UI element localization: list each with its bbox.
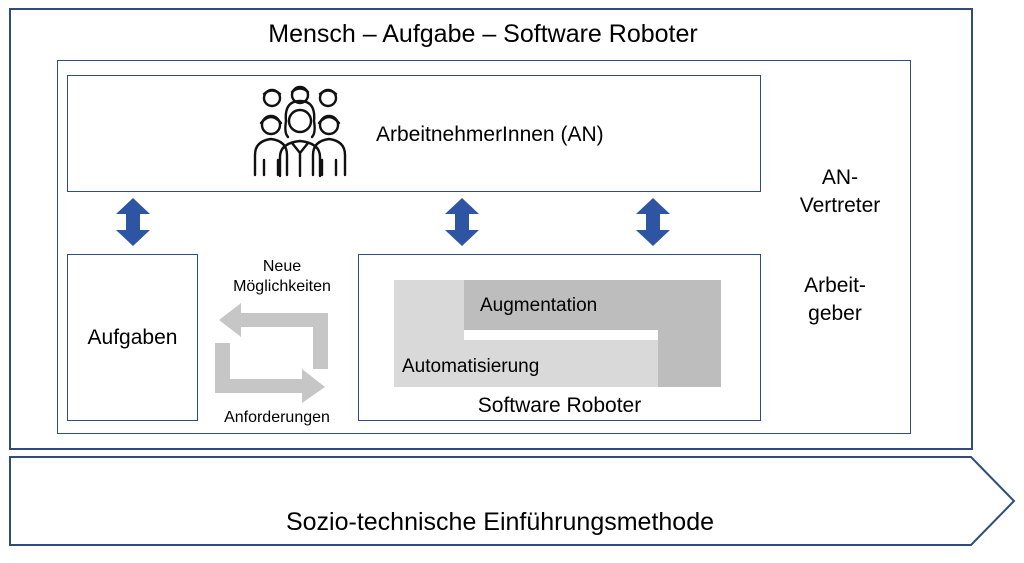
arbeitgeber-line-2: geber	[808, 302, 862, 325]
automation-label: Automatisierung	[402, 356, 540, 377]
software-robot-label: Software Roboter	[477, 394, 642, 417]
requirements-label: Anforderungen	[224, 409, 330, 426]
employees-box	[67, 75, 761, 192]
method-label: Sozio-technische Einführungsmethode	[285, 508, 715, 536]
augmentation-label: Augmentation	[480, 295, 598, 316]
group-of-people-icon	[253, 85, 347, 178]
new-possibilities-label: Neue Möglichkeiten	[232, 257, 332, 297]
arbeitgeber-line-1: Arbeit-	[804, 274, 866, 297]
an-vertreter-line-1: AN-	[821, 166, 859, 189]
employees-label: ArbeitnehmerInnen (AN)	[376, 123, 604, 146]
an-vertreter-line-2: Vertreter	[799, 194, 881, 217]
double-arrow-software-robot-right	[636, 198, 670, 246]
automation-shape-horizontal	[394, 340, 660, 387]
double-arrow-software-robot-left	[445, 198, 479, 246]
tasks-box	[67, 254, 198, 421]
cycle-arrows-icon	[215, 303, 328, 403]
new-possibilities-line-2: Möglichkeiten	[233, 278, 331, 295]
new-possibilities-line-1: Neue	[262, 258, 302, 275]
tasks-label: Aufgaben	[87, 326, 178, 349]
arbeitgeber-label: Arbeit- geber	[785, 272, 885, 328]
an-vertreter-label: AN- Vertreter	[790, 164, 890, 220]
double-arrow-aufgaben	[116, 198, 150, 246]
method-chevron	[9, 456, 1016, 546]
augmentation-shape-vertical	[658, 280, 721, 387]
diagram-title: Mensch – Aufgabe – Software Roboter	[268, 20, 698, 48]
